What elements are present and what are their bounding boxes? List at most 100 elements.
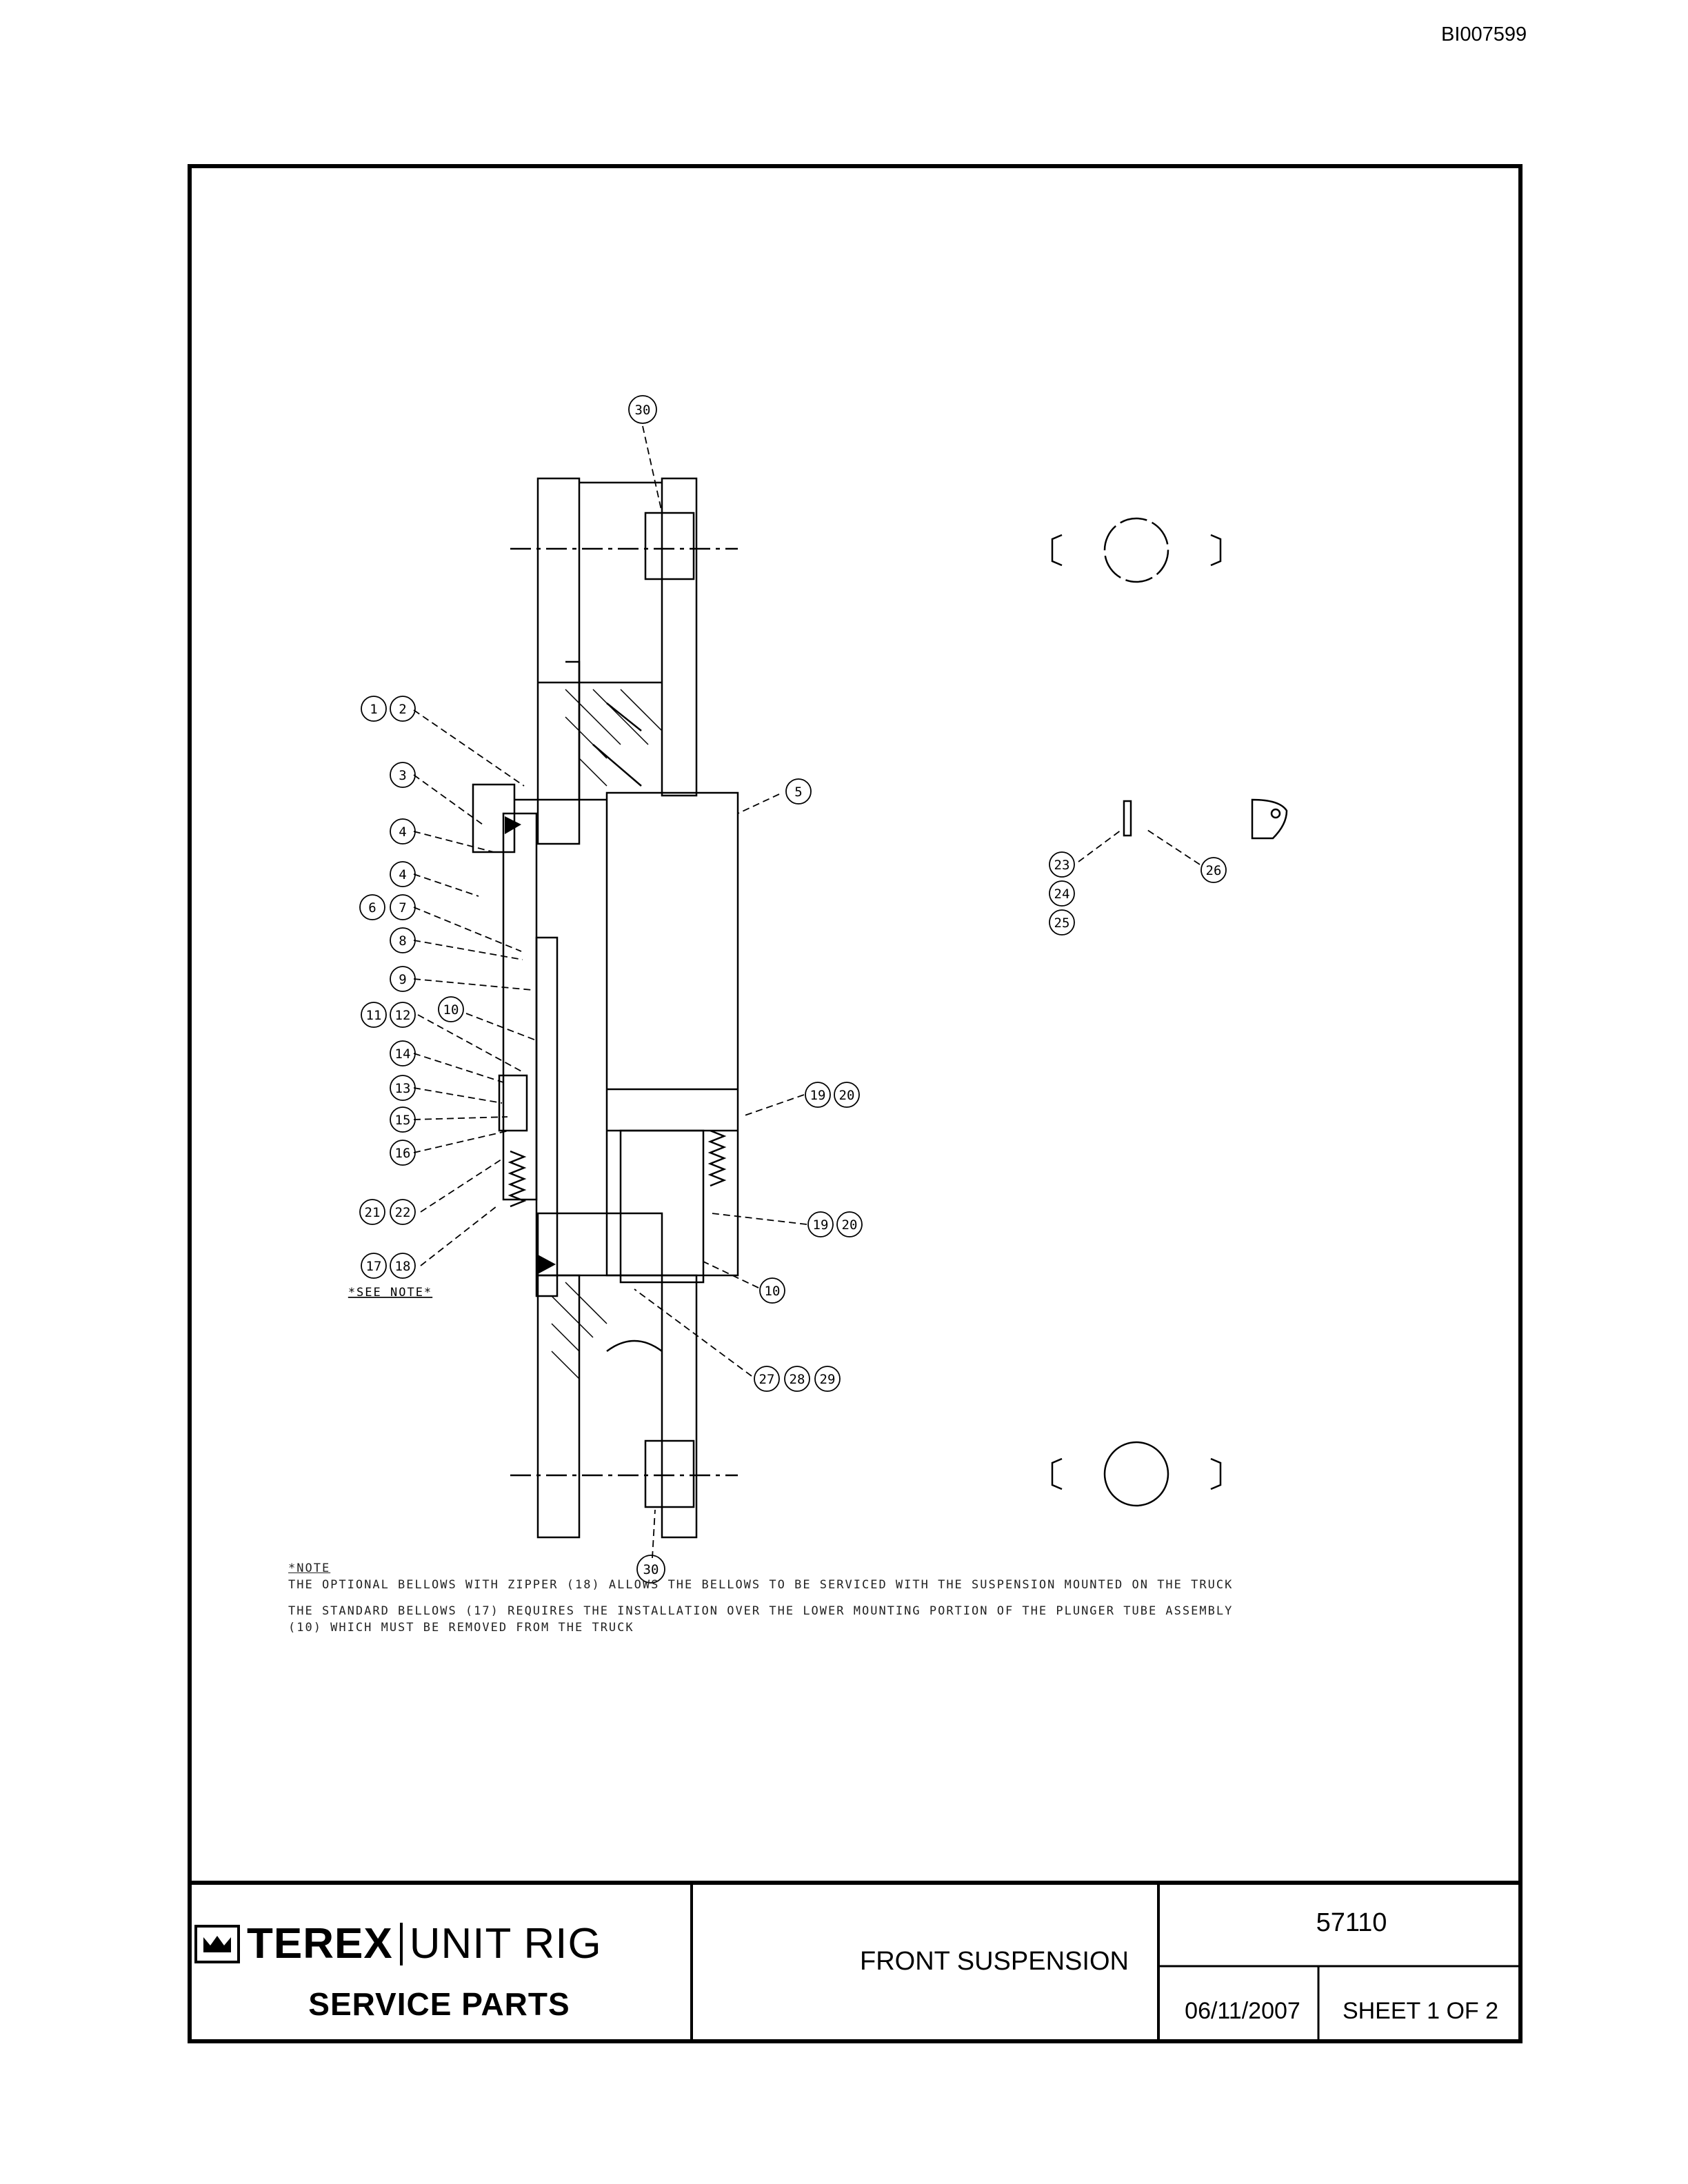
callout-20b: 20	[836, 1211, 863, 1237]
lower-pin-block	[644, 1439, 695, 1508]
svg-text:24: 24	[1054, 887, 1070, 902]
upper-end-view	[1103, 517, 1169, 583]
brand-name: TEREX	[247, 1920, 393, 1968]
bellows-right	[707, 1129, 727, 1187]
note-line-3: (10) WHICH MUST BE REMOVED FROM THE TRUC…	[288, 1621, 634, 1635]
brand-unit: UNIT RIG	[409, 1920, 602, 1968]
seal-marker	[505, 816, 521, 834]
svg-text:28: 28	[790, 1372, 805, 1387]
svg-text:27: 27	[759, 1372, 775, 1387]
lower-end-view	[1103, 1441, 1169, 1507]
svg-text:17: 17	[366, 1259, 382, 1274]
svg-text:8: 8	[399, 933, 406, 949]
callout-30b: 30	[636, 1555, 665, 1584]
note-line-1: THE OPTIONAL BELLOWS WITH ZIPPER (18) AL…	[288, 1578, 1234, 1592]
svg-text:13: 13	[395, 1081, 411, 1096]
callout-19a: 19	[805, 1082, 831, 1108]
callout-8: 8	[390, 927, 416, 953]
callout-21: 21	[359, 1199, 385, 1225]
drawing-frame	[188, 164, 1523, 2043]
callout-15: 15	[390, 1106, 416, 1133]
left-wall	[502, 812, 538, 1201]
document-id: BI007599	[1441, 23, 1527, 46]
callout-22: 22	[390, 1199, 416, 1225]
svg-text:10: 10	[443, 1002, 459, 1018]
note-block: *NOTE THE OPTIONAL BELLOWS WITH ZIPPER (…	[288, 1560, 1233, 1636]
callout-7: 7	[390, 894, 416, 920]
callout-4a: 4	[390, 818, 416, 845]
svg-text:23: 23	[1054, 858, 1070, 873]
weld-marker	[538, 1255, 556, 1274]
svg-text:19: 19	[813, 1217, 829, 1233]
svg-text:10: 10	[765, 1284, 781, 1299]
callout-28: 28	[784, 1366, 810, 1392]
callout-9: 9	[390, 966, 416, 992]
lower-left-flange	[536, 1274, 581, 1539]
drawing-date: 06/11/2007	[1185, 1998, 1300, 2024]
callout-1: 1	[361, 696, 387, 722]
brand-cell: TEREX UNIT RIG SERVICE PARTS	[188, 1881, 691, 2043]
callout-5: 5	[785, 778, 812, 805]
upper-right-flange	[661, 477, 698, 797]
svg-text:4: 4	[399, 867, 406, 882]
callout-20a: 20	[834, 1082, 860, 1108]
callout-30a: 30	[628, 395, 657, 424]
callout-25: 25	[1049, 909, 1075, 936]
grease-fitting-detail	[1123, 800, 1132, 837]
callout-10a: 10	[438, 996, 464, 1022]
main-cylinder	[605, 791, 739, 1277]
title-block: TEREX UNIT RIG SERVICE PARTS FRONT SUSPE…	[188, 1881, 1523, 2043]
svg-text:30: 30	[635, 403, 651, 418]
bellows-left	[508, 1150, 527, 1208]
note-line-2: THE STANDARD BELLOWS (17) REQUIRES THE I…	[288, 1604, 1234, 1618]
part-number: 57110	[1316, 1908, 1387, 1937]
svg-text:5: 5	[794, 785, 802, 800]
svg-text:20: 20	[842, 1217, 858, 1233]
bracket-detail	[1251, 798, 1288, 840]
callout-18: 18	[390, 1253, 416, 1279]
svg-text:12: 12	[395, 1008, 411, 1023]
svg-text:30: 30	[643, 1562, 659, 1577]
callout-19b: 19	[807, 1211, 834, 1237]
callout-11: 11	[361, 1002, 387, 1028]
callout-13: 13	[390, 1075, 416, 1101]
svg-text:19: 19	[810, 1088, 826, 1103]
callout-10b: 10	[759, 1277, 785, 1304]
svg-text:20: 20	[839, 1088, 855, 1103]
callout-14: 14	[390, 1040, 416, 1066]
see-note-label: *SEE NOTE*	[348, 1286, 432, 1300]
callout-29: 29	[814, 1366, 841, 1392]
callout-17: 17	[361, 1253, 387, 1279]
svg-text:14: 14	[395, 1046, 411, 1062]
svg-text:15: 15	[395, 1113, 411, 1128]
svg-text:11: 11	[366, 1008, 382, 1023]
callout-16: 16	[390, 1140, 416, 1166]
sheet-number: SHEET 1 OF 2	[1342, 1998, 1499, 2024]
svg-text:7: 7	[399, 900, 406, 916]
svg-text:1: 1	[370, 702, 377, 717]
brand-divider	[399, 1922, 403, 1965]
svg-text:6: 6	[368, 900, 376, 916]
upper-pin-block	[644, 512, 695, 580]
crown-icon	[194, 1924, 240, 1963]
brand-logo: TEREX UNIT RIG	[194, 1919, 602, 1968]
service-parts-label: SERVICE PARTS	[308, 1986, 570, 2022]
svg-text:16: 16	[395, 1146, 411, 1161]
svg-text:4: 4	[399, 825, 406, 840]
svg-text:29: 29	[820, 1372, 836, 1387]
callout-3: 3	[390, 762, 416, 788]
callout-12: 12	[390, 1002, 416, 1028]
svg-text:18: 18	[395, 1259, 411, 1274]
note-heading: *NOTE	[288, 1561, 331, 1575]
inner-sleeve	[535, 936, 559, 1297]
svg-text:21: 21	[365, 1205, 381, 1220]
callout-4b: 4	[390, 861, 416, 887]
drawing-title: FRONT SUSPENSION	[860, 1947, 1129, 1976]
callout-26: 26	[1200, 857, 1227, 883]
callout-24: 24	[1049, 880, 1075, 907]
lower-right-flange	[661, 1274, 698, 1539]
callout-2: 2	[390, 696, 416, 722]
seal-pack	[498, 1074, 528, 1132]
svg-text:25: 25	[1054, 916, 1070, 931]
